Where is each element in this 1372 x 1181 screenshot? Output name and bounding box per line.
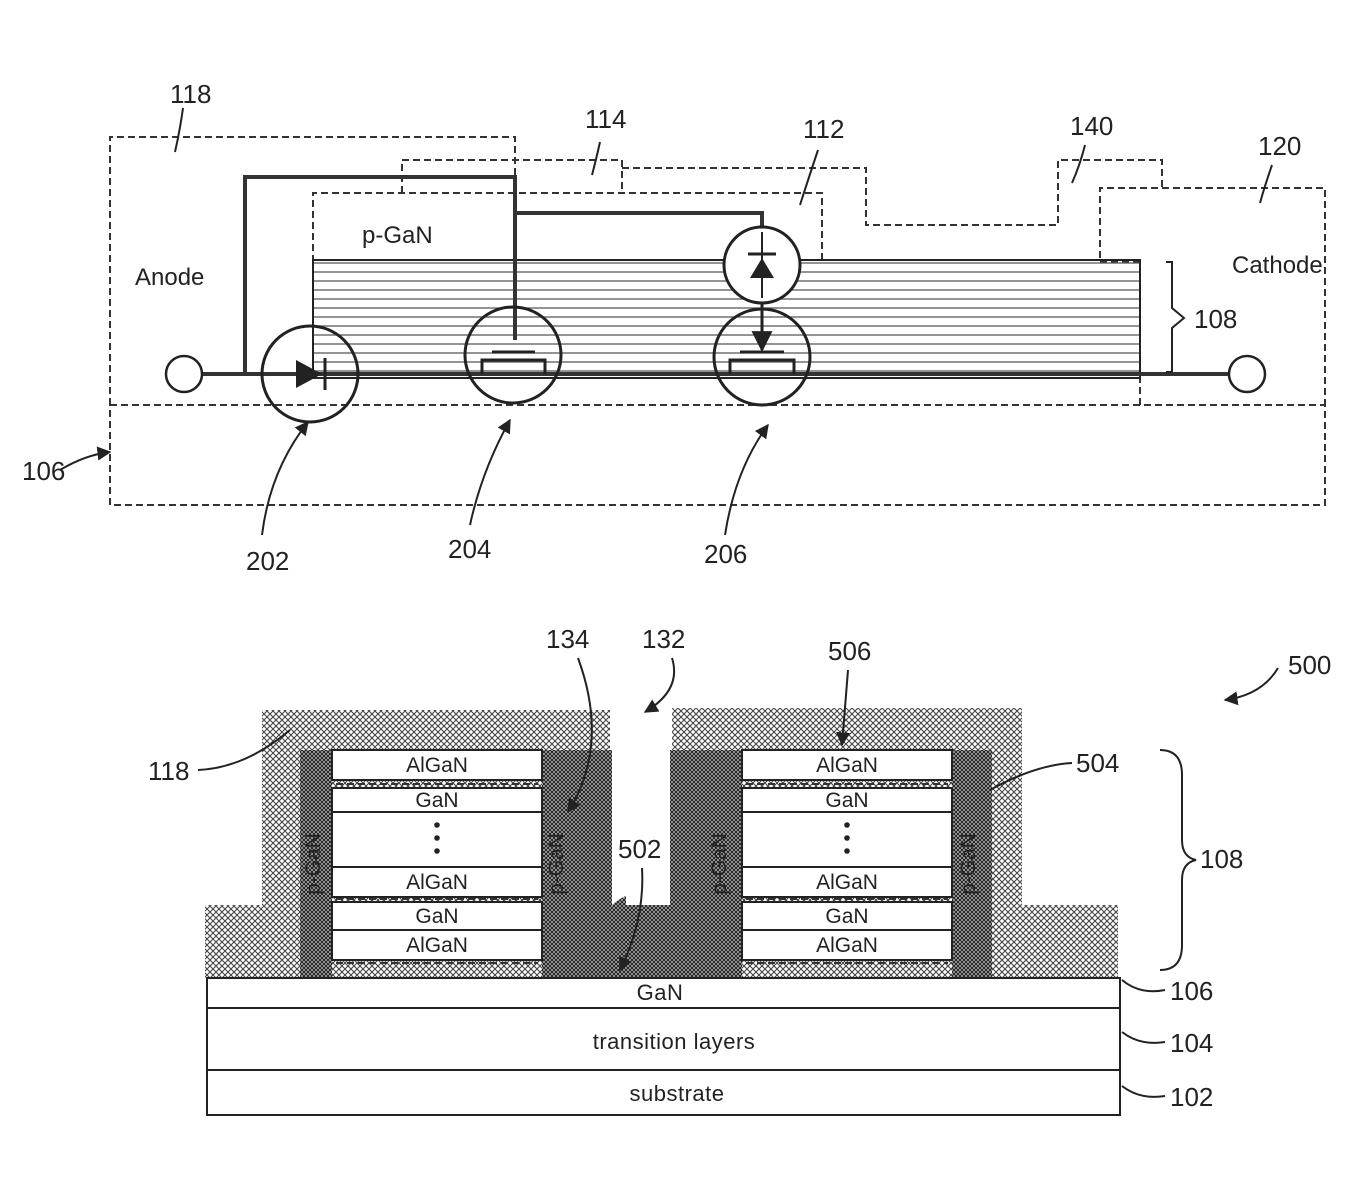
ref-112: 112 bbox=[803, 114, 844, 144]
left-stack-layer-label: GaN bbox=[415, 905, 458, 928]
sidewall-right-inner bbox=[670, 750, 742, 978]
gate-wire bbox=[515, 213, 762, 232]
diode-206 bbox=[724, 227, 800, 303]
leader-140 bbox=[1072, 145, 1085, 183]
ref-102: 102 bbox=[1170, 1082, 1213, 1112]
p-gan-label: p-GaN bbox=[362, 222, 433, 249]
ref-140: 140 bbox=[1070, 111, 1113, 141]
ref-118: 118 bbox=[170, 79, 211, 109]
right-stack-layer-label: AlGaN bbox=[816, 754, 878, 777]
transition-layers-label: transition layers bbox=[593, 1029, 756, 1054]
ref-206: 206 bbox=[704, 539, 747, 569]
right-stack-layer-label: AlGaN bbox=[816, 871, 878, 894]
trench-132 bbox=[626, 700, 670, 905]
leader-104 bbox=[1122, 1032, 1165, 1043]
right-stack-ellipsis-dot bbox=[844, 848, 850, 854]
ref-134: 134 bbox=[546, 624, 589, 654]
left-stack-layer-label: AlGaN bbox=[406, 871, 468, 894]
ref-104: 104 bbox=[1170, 1028, 1213, 1058]
ref-106b: 106 bbox=[1170, 976, 1213, 1006]
side-label-3: p-GaN bbox=[708, 833, 731, 895]
ref-504: 504 bbox=[1076, 748, 1119, 778]
ref-108: 108 bbox=[1194, 304, 1237, 334]
left-stack-ellipsis-dot bbox=[434, 835, 440, 841]
leader-500 bbox=[1225, 668, 1278, 700]
cathode-terminal bbox=[1229, 356, 1265, 392]
side-label-2: p-GaN bbox=[545, 833, 568, 895]
leader-114 bbox=[592, 142, 600, 175]
anode-terminal bbox=[166, 356, 202, 392]
left-stack-layer-label: AlGaN bbox=[406, 934, 468, 957]
leader-106b bbox=[1122, 980, 1165, 991]
right-stack-ellipsis-dot bbox=[844, 835, 850, 841]
gan-base-label: GaN bbox=[637, 980, 684, 1005]
ref-202: 202 bbox=[246, 546, 289, 576]
left-stack-ellipsis-dot bbox=[434, 848, 440, 854]
bottom-figure-cross-section: AlGaN GaN AlGaN GaN AlGaN AlGaN GaN AlGaN GaN Al… bbox=[148, 624, 1331, 1115]
ref-500: 500 bbox=[1288, 650, 1331, 680]
anode-label: Anode bbox=[135, 264, 204, 291]
right-stack-layer-label: GaN bbox=[825, 789, 868, 812]
ref-108b: 108 bbox=[1200, 844, 1243, 874]
leader-120 bbox=[1260, 165, 1272, 203]
side-label-1: p-GaN bbox=[302, 833, 325, 895]
right-stack-layer-label: AlGaN bbox=[816, 934, 878, 957]
left-stack-layer-label: AlGaN bbox=[406, 754, 468, 777]
ref-204: 204 bbox=[448, 534, 491, 564]
ref-132: 132 bbox=[642, 624, 685, 654]
ref-118b: 118 bbox=[148, 756, 189, 786]
left-stack-layer-label: GaN bbox=[415, 789, 458, 812]
field-plate-140 bbox=[622, 160, 1162, 225]
leader-202 bbox=[262, 422, 308, 535]
ref-106: 106 bbox=[22, 456, 65, 486]
ref-120: 120 bbox=[1258, 131, 1301, 161]
side-label-4: p-GaN bbox=[957, 833, 980, 895]
substrate-label: substrate bbox=[630, 1081, 725, 1106]
right-stack-layer-label: GaN bbox=[825, 905, 868, 928]
brace-108 bbox=[1160, 750, 1196, 970]
bracket-108 bbox=[1166, 262, 1184, 372]
leader-118 bbox=[175, 108, 183, 152]
leader-206 bbox=[725, 425, 768, 535]
cathode-label: Cathode bbox=[1232, 252, 1323, 279]
top-figure-equivalent-circuit: Anode Cathode p-GaN 118 114 112 140 120 … bbox=[22, 79, 1325, 576]
leader-112 bbox=[800, 150, 818, 205]
leader-106 bbox=[60, 452, 110, 470]
left-stack-ellipsis-dot bbox=[434, 822, 440, 828]
leader-204 bbox=[470, 420, 510, 525]
ref-502: 502 bbox=[618, 834, 661, 864]
ref-114: 114 bbox=[585, 104, 626, 134]
leader-102 bbox=[1122, 1086, 1165, 1097]
right-stack-ellipsis-dot bbox=[844, 822, 850, 828]
ref-506: 506 bbox=[828, 636, 871, 666]
